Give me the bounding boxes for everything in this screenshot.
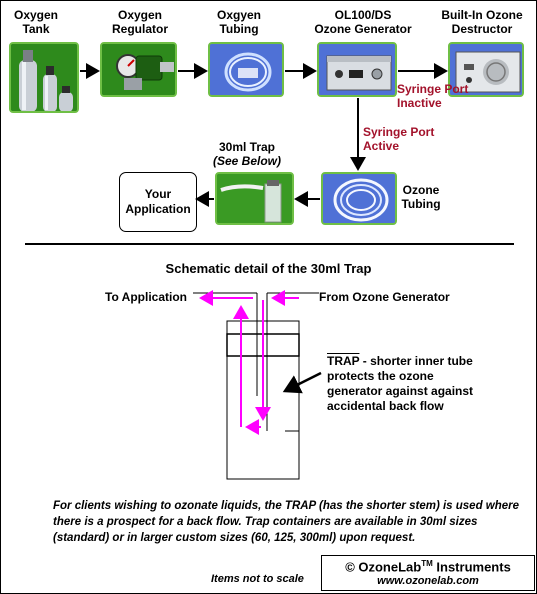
ozone-generator-label: OL100/DS Ozone Generator [313, 8, 413, 36]
oxygen-tubing-tile [208, 42, 284, 97]
trap-description: - shorter inner tube protects the ozone … [327, 354, 474, 413]
trap-subtitle: (See Below) [212, 154, 281, 168]
ozone-destructor-tile [448, 42, 524, 97]
ozone-tubing-icon [323, 174, 395, 223]
brand-suffix: Instruments [432, 559, 511, 575]
ozone-generator-icon [319, 44, 395, 95]
trap-pointer-arrow [282, 371, 322, 394]
brand-url[interactable]: www.ozonelab.com [377, 575, 479, 588]
your-application-box: Your Application [119, 172, 197, 232]
oxygen-regulator-label: Oxygen Regulator [111, 8, 168, 36]
oxygen-tank-label: Oxygen Tank [13, 8, 58, 36]
trap-note: TRAP - shorter inner tube protects the o… [327, 354, 477, 414]
schematic-title: Schematic detail of the 30ml Trap [165, 261, 372, 276]
flow-arrows [80, 63, 448, 207]
trap-label: 30ml Trap (See Below) [211, 140, 283, 168]
ozone-tubing-tile [321, 172, 397, 225]
generator-name: Ozone Generator [314, 22, 412, 36]
oxygen-regulator-icon [102, 44, 175, 95]
syringe-port-inactive-label: Syringe Port Inactive [397, 82, 469, 110]
oxygen-tank-icon [11, 44, 77, 111]
from-generator-label: From Ozone Generator [319, 290, 450, 304]
brand-tm: TM [421, 559, 433, 568]
oxygen-tubing-icon [210, 44, 282, 95]
trap-schematic [193, 290, 322, 480]
ozone-generator-tile [317, 42, 397, 97]
oxygen-tank-tile [9, 42, 79, 113]
trap-title: 30ml Trap [218, 140, 276, 154]
ozone-tubing-label: Ozone Tubing [401, 183, 441, 211]
trap-word: TRAP [327, 354, 360, 368]
brand-name: © OzoneLabTM Instruments [322, 559, 534, 574]
scale-note: Items not to scale [211, 573, 304, 585]
oxygen-regulator-tile [100, 42, 177, 97]
syringe-port-active-label: Syringe Port Active [363, 125, 435, 153]
oxygen-tubing-label: Oxgyen Tubing [216, 8, 261, 36]
trap-tile [215, 172, 294, 225]
ozone-destructor-label: Built-In Ozone Destructor [441, 8, 523, 36]
to-application-label: To Application [105, 290, 187, 304]
brand-prefix: © OzoneLab [345, 559, 422, 575]
trap-bottle-icon [217, 174, 292, 223]
brand-box: © OzoneLabTM Instruments www.ozonelab.co… [321, 555, 535, 591]
ozone-destructor-icon [450, 44, 522, 95]
section-divider [25, 243, 514, 245]
generator-model: OL100/DS [334, 8, 392, 22]
footer-note: For clients wishing to ozonate liquids, … [53, 500, 520, 544]
